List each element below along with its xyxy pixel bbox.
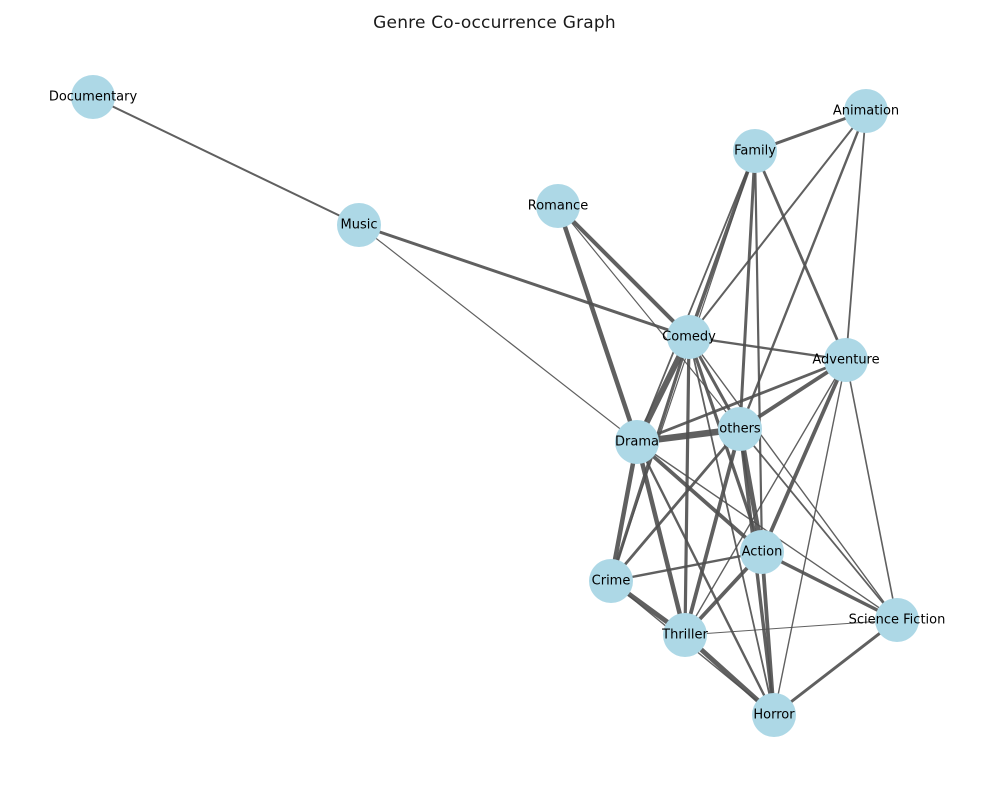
graph-edge-adventure-action — [760, 358, 848, 554]
graph-node-others — [718, 407, 762, 451]
graph-edge-others-thriller — [683, 427, 742, 637]
graph-edge-action-crime — [609, 550, 764, 583]
graph-edge-action-science-fiction — [760, 550, 899, 622]
graph-edge-family-drama — [636, 150, 756, 443]
graph-edge-drama-horror — [635, 440, 776, 717]
graph-node-label-drama: Drama — [615, 435, 659, 450]
graph-edge-music-drama — [358, 224, 638, 443]
graph-edge-animation-adventure — [845, 110, 867, 361]
graph-edge-others-science-fiction — [739, 428, 898, 621]
graph-node-label-crime: Crime — [592, 574, 631, 589]
graph-edge-others-crime — [609, 427, 742, 583]
graph-node-comedy — [667, 315, 711, 359]
graph-edge-romance-others — [557, 205, 741, 430]
graph-edge-drama-crime — [608, 439, 640, 584]
graph-node-label-science-fiction: Science Fiction — [849, 613, 946, 628]
graph-node-action — [740, 530, 784, 574]
graph-edge-music-comedy — [357, 223, 691, 339]
graph-edge-drama-action — [635, 440, 764, 554]
graph-node-label-horror: Horror — [753, 708, 795, 723]
graph-edge-adventure-horror — [773, 359, 847, 716]
graph-edge-animation-comedy — [688, 110, 867, 338]
graph-edge-family-adventure — [753, 149, 848, 362]
chart-title: Genre Co-occurrence Graph — [373, 13, 616, 33]
graph-edge-action-horror — [760, 550, 776, 717]
graph-node-animation — [844, 89, 888, 133]
graph-node-label-documentary: Documentary — [49, 90, 138, 105]
graph-node-horror — [752, 693, 796, 737]
graph-node-romance — [536, 184, 580, 228]
graph-node-label-others: others — [719, 422, 761, 437]
graph-edge-thriller-science-fiction — [684, 619, 898, 636]
graph-edge-drama-thriller — [634, 439, 688, 638]
graph-edge-adventure-science-fiction — [845, 359, 898, 621]
graph-edge-horror-science-fiction — [772, 618, 899, 717]
graph-node-label-thriller: Thriller — [661, 628, 708, 643]
graph-node-label-comedy: Comedy — [662, 330, 716, 345]
graph-node-drama — [615, 420, 659, 464]
graph-node-label-romance: Romance — [528, 199, 588, 214]
graph-node-family — [733, 129, 777, 173]
graph-node-label-action: Action — [742, 545, 783, 560]
graph-edge-adventure-drama — [635, 358, 848, 444]
graph-edge-animation-others — [738, 109, 868, 431]
graph-node-label-music: Music — [341, 218, 378, 233]
graph-node-music — [337, 203, 381, 247]
graph-edge-family-action — [753, 149, 764, 554]
graph-edge-family-others — [738, 149, 757, 431]
graph-node-label-animation: Animation — [833, 104, 899, 119]
graph-edge-romance-drama — [555, 203, 640, 445]
graph-edge-romance-comedy — [556, 204, 691, 339]
graph-node-crime — [589, 559, 633, 603]
graph-node-label-adventure: Adventure — [812, 353, 879, 368]
graph-node-adventure — [824, 338, 868, 382]
graph-node-thriller — [663, 613, 707, 657]
graph-edge-documentary-music — [92, 96, 360, 226]
graph-node-label-family: Family — [734, 144, 776, 159]
graph-edge-comedy-adventure — [687, 335, 848, 362]
graph-node-documentary — [71, 75, 115, 119]
graph-node-science-fiction — [875, 598, 919, 642]
